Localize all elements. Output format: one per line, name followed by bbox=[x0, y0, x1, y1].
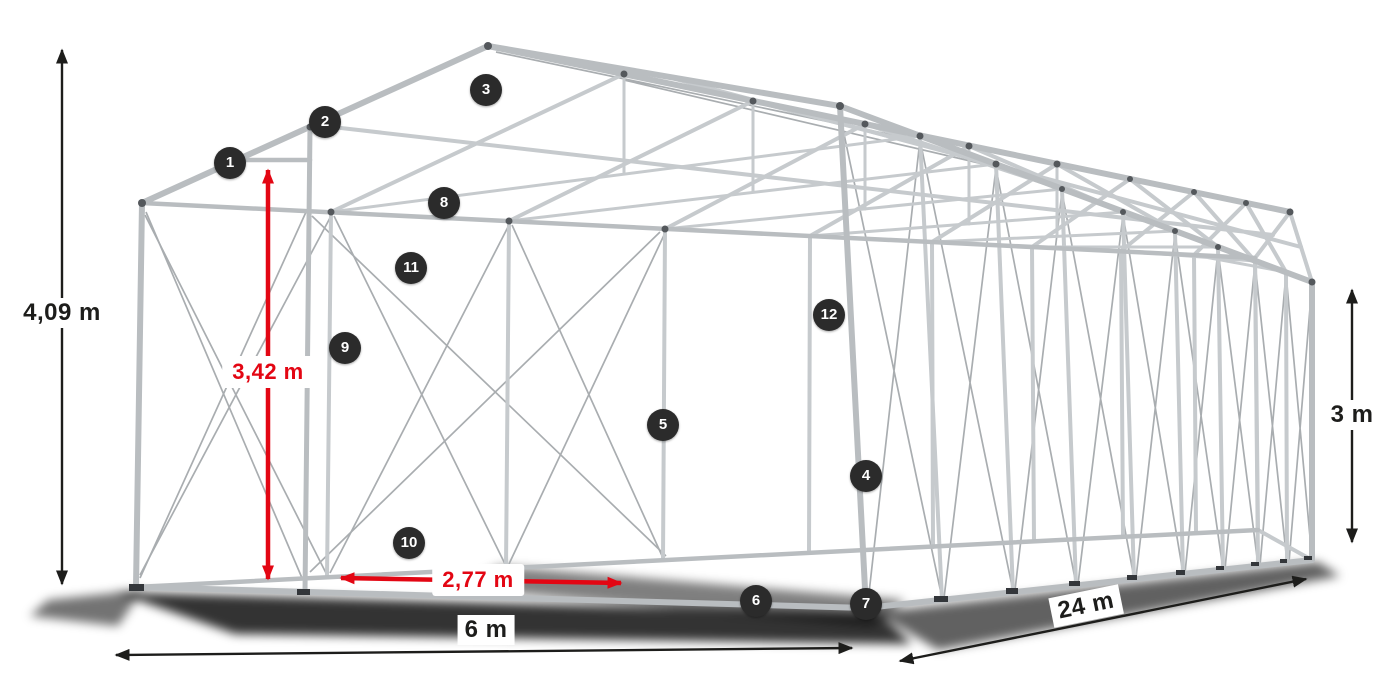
width-arrow bbox=[114, 642, 854, 661]
part-badge-12: 12 bbox=[813, 299, 845, 331]
far-eave-beam bbox=[139, 200, 1258, 261]
part-badge-10: 10 bbox=[393, 527, 425, 559]
part-badge-8: 8 bbox=[428, 187, 460, 219]
far-bottom-rail bbox=[133, 527, 1261, 590]
dimension-width: 6 m bbox=[457, 615, 515, 645]
dimension-side-height: 3 m bbox=[1323, 400, 1381, 430]
length-arrow bbox=[898, 575, 1308, 665]
part-badge-5: 5 bbox=[647, 409, 679, 441]
side-wall-x-braces bbox=[839, 114, 1313, 603]
dimension-total-height: 4,09 m bbox=[16, 298, 108, 328]
part-badge-7: 7 bbox=[850, 588, 882, 620]
dimension-clear-height: 3,42 m bbox=[222, 356, 314, 388]
part-badge-11: 11 bbox=[395, 252, 427, 284]
part-badge-1: 1 bbox=[214, 147, 246, 179]
part-badge-2: 2 bbox=[309, 106, 341, 138]
part-badge-9: 9 bbox=[329, 332, 361, 364]
part-badge-4: 4 bbox=[850, 460, 882, 492]
brace-wires bbox=[139, 51, 1313, 603]
dimension-arrows-red bbox=[262, 168, 623, 589]
far-wall-x-braces bbox=[139, 214, 666, 576]
truss-king-posts bbox=[622, 72, 1059, 238]
frame-joints bbox=[138, 42, 1316, 286]
ridge-beam bbox=[485, 43, 1293, 215]
dimension-clear-width: 2,77 m bbox=[432, 564, 524, 596]
part-badge-6: 6 bbox=[740, 585, 772, 617]
front-gable-x-brace bbox=[139, 211, 307, 579]
secondary-frame-tubes bbox=[313, 71, 1314, 602]
part-badge-3: 3 bbox=[470, 74, 502, 106]
entrance-diagonal-wires bbox=[309, 215, 667, 573]
